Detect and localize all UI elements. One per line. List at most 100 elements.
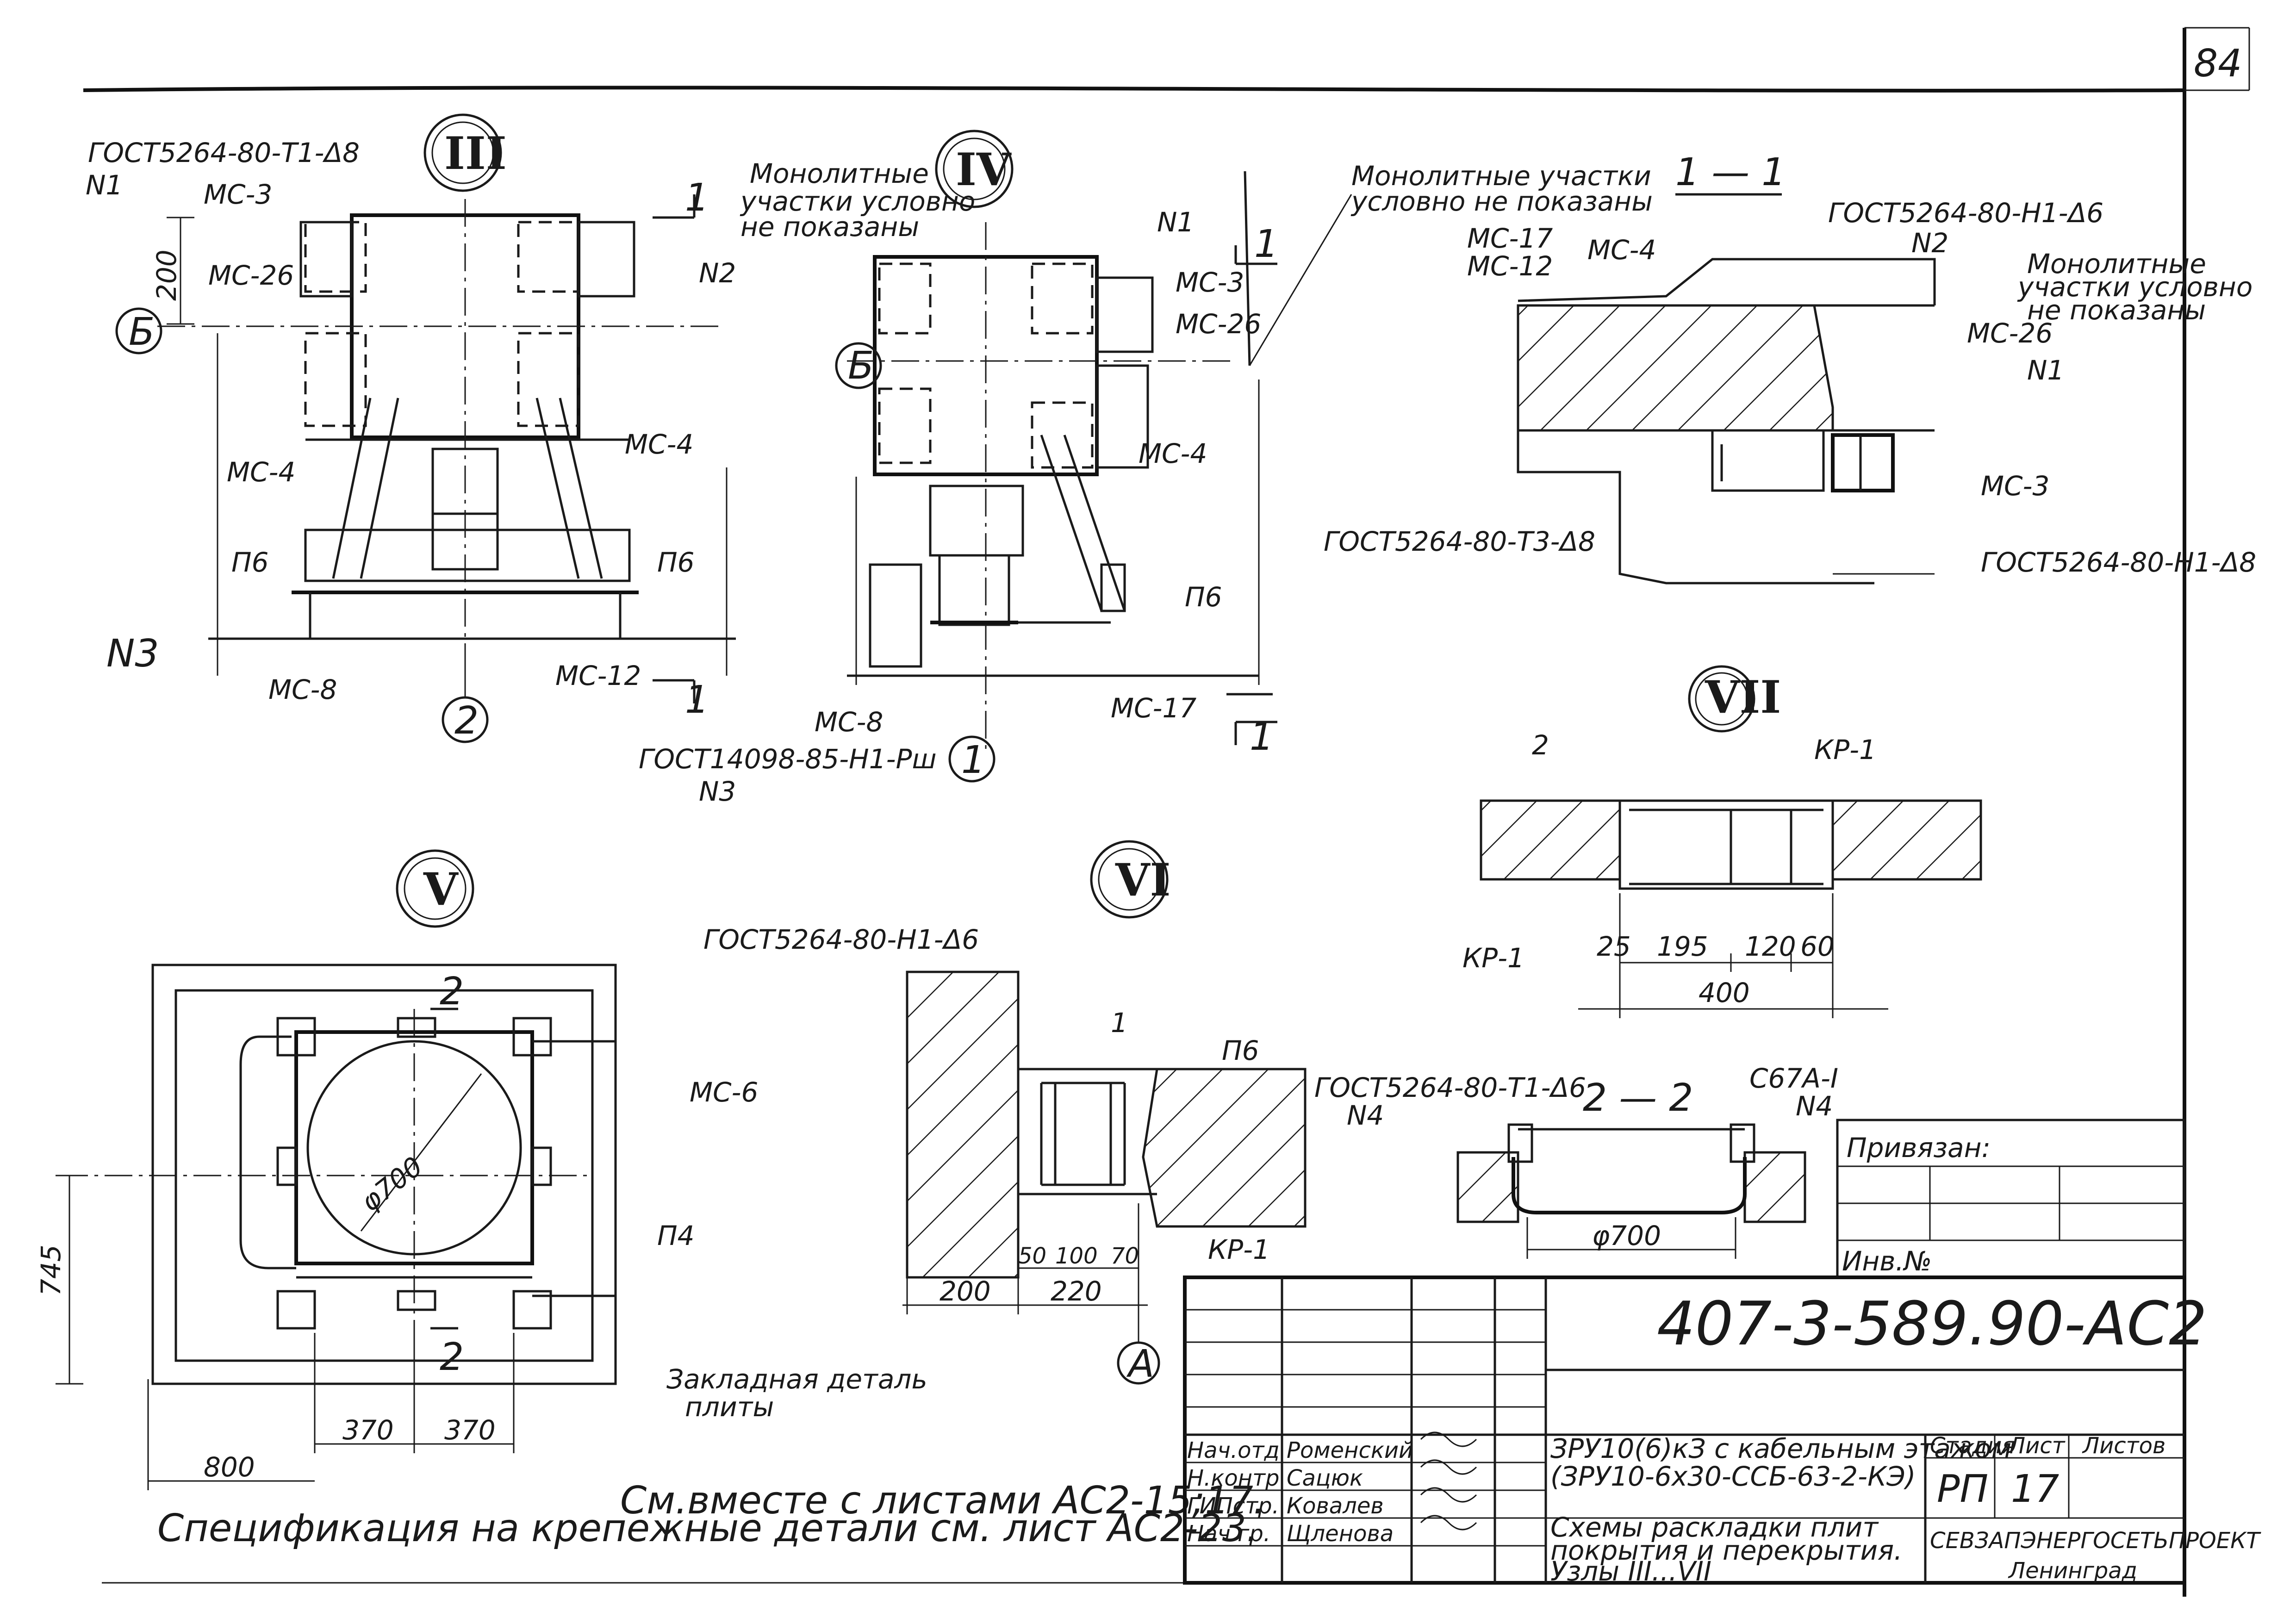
node-IV-section1-bot: 1 [1250, 715, 1274, 759]
section-1-1-mc12: МС-12 [1467, 250, 1553, 282]
monolith-note-line2: условно не показаны [1350, 186, 1653, 217]
section-1-1-mc4: МС-4 [1587, 234, 1656, 266]
node-VI-dim-70: 70 [1111, 1243, 1139, 1269]
title-desc-1: Схемы раскладки плит [1550, 1512, 1879, 1543]
node-IV-section1-top: 1 [1254, 222, 1278, 266]
node-V-embed-2: плиты [685, 1391, 774, 1423]
node-III-mc26: МС-26 [208, 260, 294, 291]
section-1-1-gost-d8: ГОСТ5264-80-Н1-Δ8 [1981, 547, 2256, 578]
title-sheets-hdr: Листов [2082, 1433, 2165, 1459]
node-III-monolith-2: участки условно [740, 186, 975, 217]
title-desc-3: Узлы III...VII [1550, 1556, 1711, 1587]
node-VI-p6: П6 [1222, 1035, 1259, 1066]
section-1-1-gost-d6: ГОСТ5264-80-Н1-Δ6 [1828, 197, 2103, 229]
node-IV-mc17: МС-17 [1111, 692, 1196, 724]
node-III-p6-right: П6 [657, 547, 695, 578]
node-III-mc8: МС-8 [268, 674, 337, 705]
section-1-1-monolith-3: не показаны [2027, 294, 2206, 326]
section-1-1-n2: N2 [1911, 227, 1948, 259]
node-IV-mc4: МС-4 [1139, 438, 1207, 469]
node-VI-axis-a: А [1126, 1342, 1154, 1386]
node-IV-axis-b: Б [848, 344, 874, 388]
node-VI-view [902, 840, 1307, 1385]
title-role-4: Нач.гр. [1187, 1521, 1270, 1547]
node-IV-axis-1: 1 [961, 738, 985, 782]
node-III-mc3: МС-3 [204, 179, 272, 210]
title-desc-2: покрытия и перекрытия. [1550, 1535, 1903, 1566]
node-III-mc4-right: МС-4 [625, 429, 693, 460]
section-2-2-c67: С67А-I [1749, 1063, 1838, 1094]
title-sheet-hdr: Лист [2008, 1433, 2066, 1459]
node-III-gost-bottom: ГОСТ14098-85-Н1-Рш [639, 743, 937, 775]
section-2-2-view [1456, 1123, 1806, 1259]
node-V-sec2-top: 2 [440, 970, 464, 1014]
node-VII-total: 400 [1699, 977, 1750, 1008]
node-III-p6-left: П6 [231, 547, 269, 578]
node-V-embed-1: Закладная деталь [666, 1363, 927, 1395]
section-1-1-gost-t3: ГОСТ5264-80-Т3-Δ8 [1324, 526, 1595, 557]
node-III-n3-bottom: N3 [699, 776, 736, 807]
title-project-1: ЗРУ10(6)кЗ с кабельным этажом [1550, 1433, 2011, 1464]
node-III-monolith-1: Монолитные [750, 158, 929, 189]
node-VI-kp1: КР-1 [1208, 1234, 1270, 1265]
title-role-2: Н.контр [1187, 1465, 1280, 1491]
node-VI-label: VI [1115, 854, 1170, 906]
node-III-axis-b: Б [129, 310, 155, 354]
node-III-label: III [444, 127, 507, 180]
node-V-dim745: 745 [35, 1244, 67, 1296]
privyazan-label: Привязан: [1847, 1132, 1991, 1164]
note-see-together: См.вместе с листами АС2-15;17. [620, 1479, 1265, 1523]
title-code: 407-3-589.90-АС2 [1657, 1288, 2207, 1359]
title-name-1: Роменский [1287, 1437, 1413, 1463]
node-VII-label: VII [1705, 671, 1781, 723]
node-V-mc6: МС-6 [690, 1076, 758, 1108]
title-name-4: Щленова [1287, 1521, 1394, 1547]
sheet-number: 84 [2194, 42, 2242, 86]
section-1-1-title: 1 — 1 [1675, 150, 1786, 194]
node-VII-view [1480, 665, 1982, 1018]
node-V-p4: П4 [657, 1220, 695, 1251]
node-V-sec2-bot: 2 [440, 1335, 464, 1379]
section-1-1-monolith-2: участки условно [2017, 271, 2252, 303]
title-stage: РП [1937, 1467, 1988, 1511]
node-V-dim370b: 370 [444, 1414, 496, 1446]
node-III-n2: N2 [699, 257, 736, 289]
title-city: Ленинград [2008, 1558, 2137, 1584]
title-project-2: (ЗРУ10-6х30-ССБ-63-2-КЭ) [1550, 1461, 1916, 1492]
monolith-note-leader [1249, 194, 1352, 366]
node-V-view [56, 849, 617, 1490]
note-spec: Спецификация на крепежные детали см. лис… [157, 1506, 1258, 1550]
section-2-2-phi: φ700 [1592, 1220, 1661, 1251]
node-VII-dim-25: 25 [1597, 931, 1631, 962]
node-III-view [115, 113, 736, 743]
node-III-dim200: 200 [151, 249, 182, 301]
node-V-dim800: 800 [204, 1451, 255, 1483]
node-IV-n1: N1 [1157, 206, 1194, 238]
section-1-1-mc3: МС-3 [1981, 470, 2049, 502]
node-III-n3: N3 [106, 632, 159, 676]
node-V-phi: φ700 [355, 1151, 429, 1218]
node-IV-label: IV [956, 143, 1012, 196]
node-III-gost-top: ГОСТ5264-80-Т1-Δ8 [88, 137, 360, 168]
node-III-section1-top: 1 [685, 176, 709, 220]
section-1-1-mc26: МС-26 [1967, 317, 2053, 349]
monolith-note-line1: Монолитные участки [1351, 160, 1651, 192]
node-IV-view [835, 130, 1277, 783]
title-name-2: Сацюк [1287, 1465, 1363, 1491]
section-1-1-n1: N1 [2027, 355, 2064, 386]
node-IV-mc8: МС-8 [815, 706, 883, 738]
section-1-1-mc17: МС-17 [1467, 223, 1553, 254]
node-V-dim370a: 370 [342, 1414, 394, 1446]
node-VI-ref1: 1 [1111, 1007, 1128, 1039]
title-role-1: Нач.отд [1187, 1437, 1280, 1463]
node-VI-dim-100: 100 [1055, 1243, 1098, 1269]
node-V-label: V [423, 863, 459, 915]
node-V-gost: ГОСТ5264-80-Н1-Δ6 [703, 924, 979, 955]
title-block [1183, 1276, 2186, 1585]
inv-label: Инв.№ [1842, 1245, 1932, 1277]
node-VII-dim-195: 195 [1657, 931, 1708, 962]
node-VI-dim220: 220 [1051, 1276, 1102, 1307]
title-stage-hdr: Стадия [1930, 1433, 2015, 1459]
title-role-3: ГИПстр. [1187, 1493, 1279, 1519]
